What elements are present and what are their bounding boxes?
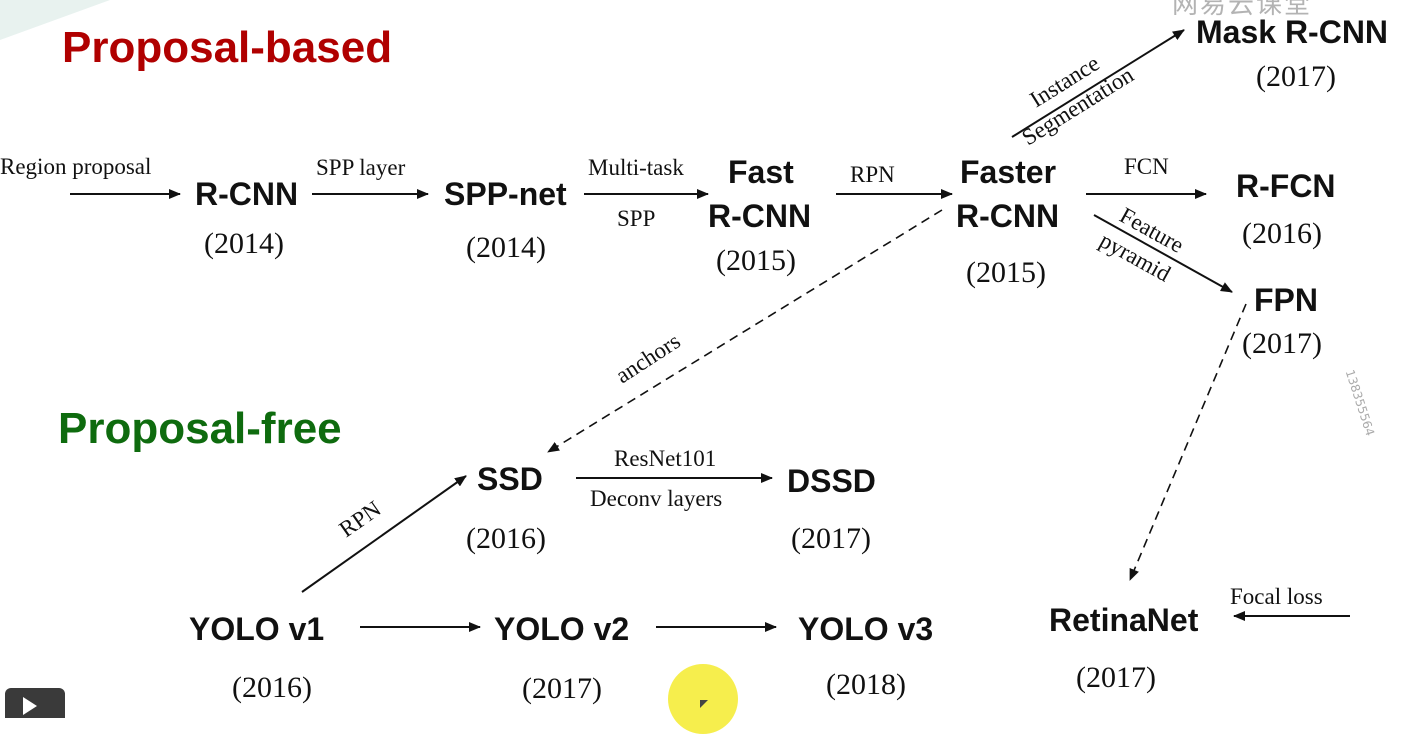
fcn-label: FCN — [1124, 154, 1169, 179]
deconv-layers-label: Deconv layers — [590, 486, 722, 511]
rpn-bottom-label: RPN — [335, 496, 386, 542]
fpn-node: FPN — [1254, 282, 1318, 318]
ssd-year: (2016) — [466, 522, 546, 555]
fast-rcnn-node-line2: R-CNN — [708, 198, 811, 234]
play-icon — [23, 697, 37, 715]
course-logo: 网易云课堂 — [1172, 0, 1313, 20]
spp-layer-label: SPP layer — [316, 155, 406, 180]
fast-rcnn-node-line1: Fast — [728, 154, 794, 190]
sppnet-year: (2014) — [466, 231, 546, 264]
mask-rcnn-year: (2017) — [1256, 60, 1336, 93]
play-button[interactable] — [5, 688, 65, 718]
yolo-v1-year: (2016) — [232, 671, 312, 704]
yolo-v2-year: (2017) — [522, 672, 602, 705]
spp-label: SPP — [617, 206, 655, 231]
rcnn-node: R-CNN — [195, 176, 298, 212]
rpn-bottom-arrow — [301, 475, 467, 593]
faster-rcnn-node-line2: R-CNN — [956, 198, 1059, 234]
dssd-year: (2017) — [791, 522, 871, 555]
anchors-label: anchors — [611, 328, 685, 388]
yolo-v3-year: (2018) — [826, 668, 906, 701]
fpn-retinanet-dashed-arrow — [1129, 303, 1247, 581]
fpn-year: (2017) — [1242, 327, 1322, 360]
proposal-based-title: Proposal-based — [62, 23, 392, 72]
rcnn-year: (2014) — [204, 227, 284, 260]
yolo-v2-node: YOLO v2 — [494, 611, 629, 647]
resnet101-label: ResNet101 — [614, 446, 716, 471]
rfcn-node: R-FCN — [1236, 168, 1336, 204]
rfcn-year: (2016) — [1242, 217, 1322, 250]
detection-timeline-diagram: Proposal-based Proposal-free Region prop… — [0, 0, 1388, 705]
dssd-node: DSSD — [787, 463, 876, 499]
mask-rcnn-node: Mask R-CNN — [1196, 14, 1388, 50]
proposal-free-title: Proposal-free — [58, 404, 342, 453]
mouse-pointer-icon — [700, 700, 708, 708]
retinanet-node: RetinaNet — [1049, 602, 1199, 638]
rpn-top-label: RPN — [850, 162, 895, 187]
retinanet-year: (2017) — [1076, 661, 1156, 694]
corner-decoration — [0, 0, 110, 40]
cursor-highlight — [668, 664, 738, 734]
instance-segmentation-arrow — [1011, 29, 1185, 138]
fast-rcnn-year: (2015) — [716, 244, 796, 277]
faster-rcnn-year: (2015) — [966, 256, 1046, 289]
ssd-node: SSD — [477, 461, 543, 497]
yolo-v3-node: YOLO v3 — [798, 611, 933, 647]
sppnet-node: SPP-net — [444, 176, 567, 212]
region-proposal-label: Region proposal — [0, 154, 151, 179]
faster-rcnn-node-line1: Faster — [960, 154, 1056, 190]
multi-task-label: Multi-task — [588, 155, 684, 180]
anchors-dashed-arrow — [547, 209, 943, 453]
yolo-v1-node: YOLO v1 — [189, 611, 324, 647]
feature-pyramid-arrow — [1093, 214, 1233, 293]
focal-loss-label: Focal loss — [1230, 584, 1323, 609]
